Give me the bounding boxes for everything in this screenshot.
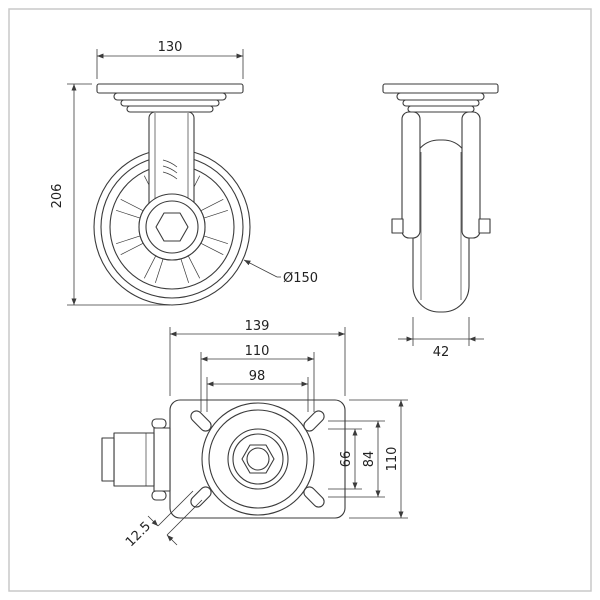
bolt-slot-top-left	[190, 410, 212, 432]
center-hex-nut	[241, 444, 275, 474]
axle-nut-right	[478, 218, 491, 234]
top-plate-front	[96, 83, 244, 113]
dim-plate-width-130: 130	[96, 40, 244, 79]
dim-plate-length-139: 139	[169, 319, 346, 396]
dim-label-12-5: 12.5	[123, 519, 154, 550]
dim-wheel-diameter-150: Ø150	[243, 259, 318, 286]
sheet-border	[8, 8, 592, 592]
dim-label-98: 98	[249, 369, 266, 384]
wheel-side	[412, 139, 470, 313]
dim-label-diameter: Ø150	[283, 271, 318, 286]
swivel-raceway	[201, 402, 315, 516]
dim-plate-width-110: 110	[349, 399, 408, 519]
fork-side	[391, 111, 491, 239]
dim-label-110h: 110	[245, 344, 270, 359]
dim-label-139: 139	[245, 319, 270, 334]
top-plate-side	[382, 83, 499, 113]
side-view: 42	[382, 83, 499, 360]
dim-label-110v: 110	[385, 447, 400, 472]
axle-nut-left	[391, 218, 404, 234]
hub-front	[138, 193, 206, 261]
mounting-plate	[169, 399, 346, 519]
front-view: 130 206 Ø150	[50, 40, 318, 306]
hub-protrusion	[101, 418, 171, 501]
dim-slot-span-66: 66	[328, 428, 362, 490]
dim-overall-height-206: 206	[50, 83, 170, 306]
dim-bolt-spacing-110: 110	[200, 344, 315, 412]
top-view: 139 110 98 66 84 110	[101, 319, 408, 550]
dim-label-84: 84	[362, 451, 377, 468]
dim-inner-spacing-98: 98	[206, 369, 309, 412]
dim-label-206: 206	[50, 184, 65, 209]
axle-hex-nut	[155, 212, 189, 242]
bolt-slot-bottom-left	[190, 486, 212, 508]
brand-mark	[162, 159, 178, 180]
dim-label-66: 66	[339, 451, 354, 468]
dim-label-130: 130	[158, 40, 183, 55]
dim-label-42: 42	[433, 345, 450, 360]
dim-bolt-spacing-84: 84	[328, 420, 385, 498]
dim-wheel-width-42: 42	[398, 317, 484, 360]
